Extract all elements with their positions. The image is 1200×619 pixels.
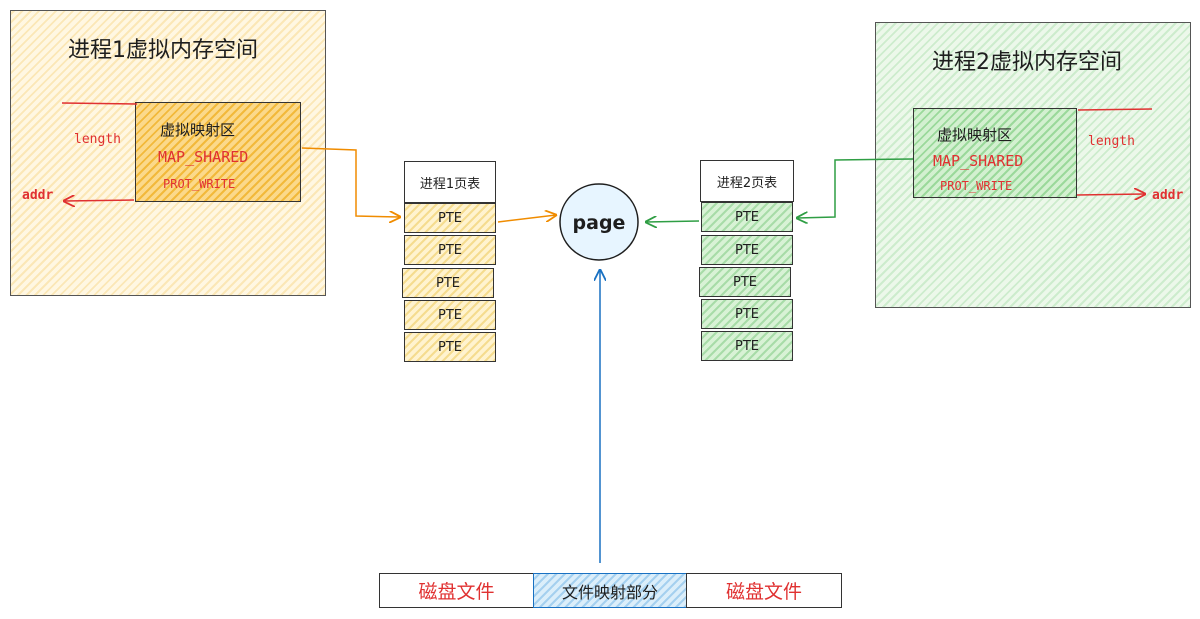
process2-mapping-region — [913, 108, 1077, 198]
disk-file-right: 磁盘文件 — [686, 573, 842, 608]
region1-to-pagetable1-arrow — [301, 147, 400, 217]
process1-pte: PTE — [404, 332, 496, 362]
process1-mapping-region — [135, 102, 301, 202]
process1-addr-arrow — [64, 200, 135, 201]
process1-prot-write-label: PROT_WRITE — [163, 177, 236, 191]
process1-pte: PTE — [402, 268, 494, 298]
disk-file-left: 磁盘文件 — [379, 573, 534, 608]
process2-page-table-header: 进程2页表 — [700, 160, 794, 202]
page-label: page — [573, 212, 626, 234]
process2-addr-label: addr — [1152, 188, 1184, 203]
page-circle — [559, 183, 639, 261]
pte1-to-page-arrow — [497, 215, 556, 223]
process2-pte: PTE — [701, 235, 793, 265]
pte2-to-page-arrow — [646, 221, 700, 222]
process1-region-title: 虚拟映射区 — [160, 121, 236, 139]
process1-pte: PTE — [404, 300, 496, 330]
process2-length-line — [1077, 108, 1153, 111]
process2-map-shared-label: MAP_SHARED — [933, 152, 1024, 170]
process2-length-label: length — [1088, 134, 1135, 149]
process1-length-label: length — [74, 132, 121, 147]
process1-length-line — [61, 102, 138, 105]
process2-pte: PTE — [701, 202, 793, 232]
process2-title: 进程2虚拟内存空间 — [932, 50, 1122, 75]
process2-prot-write-label: PROT_WRITE — [940, 179, 1013, 193]
process1-addr-label: addr — [22, 188, 54, 203]
process2-region-title: 虚拟映射区 — [937, 126, 1013, 144]
process1-page-table-header: 进程1页表 — [404, 161, 496, 203]
process1-map-shared-label: MAP_SHARED — [158, 148, 249, 166]
process1-pte: PTE — [404, 203, 496, 233]
region2-to-pagetable2-arrow — [797, 158, 914, 218]
process1-pte: PTE — [404, 235, 496, 265]
process1-title: 进程1虚拟内存空间 — [68, 38, 258, 63]
process2-pte: PTE — [699, 267, 791, 297]
disk-file-mapped-part: 文件映射部分 — [533, 573, 687, 608]
process2-addr-arrow — [1076, 194, 1145, 195]
process2-pte: PTE — [701, 331, 793, 361]
process2-pte: PTE — [701, 299, 793, 329]
